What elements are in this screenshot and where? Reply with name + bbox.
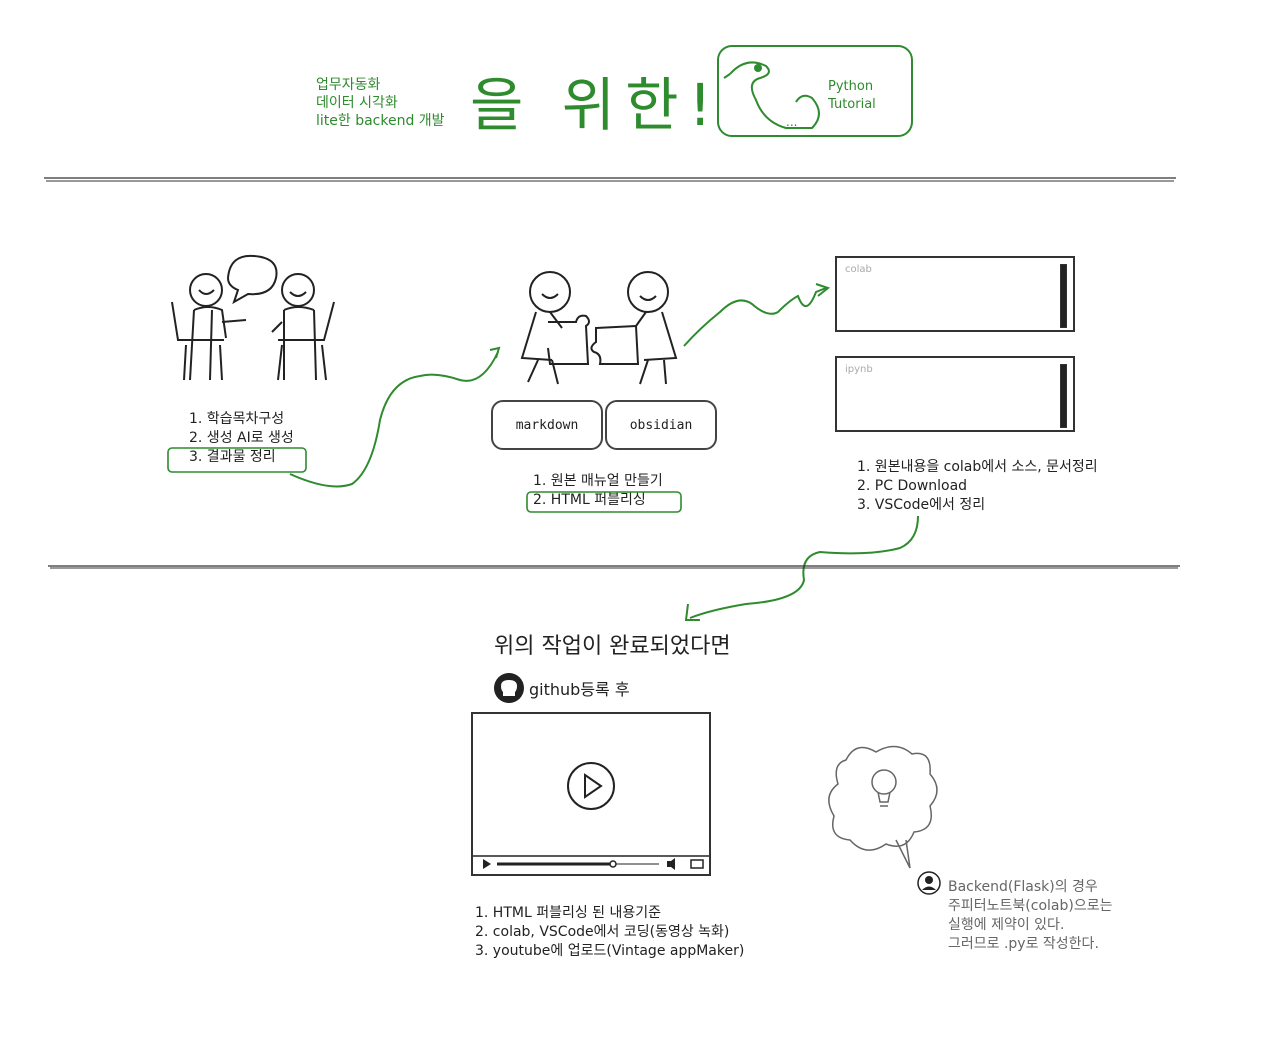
stage3-item-1: 1. 원본내용을 colab에서 소스, 문서정리: [857, 459, 1098, 475]
stage2-highlight: [526, 491, 682, 513]
ipynb-panel-label: ipynb: [845, 364, 873, 375]
note-line-3: 실행에 제약이 있다.: [948, 917, 1065, 933]
backend-note: Backend(Flask)의 경우 주피터노트북(colab)으로는 실행에 …: [948, 878, 1112, 954]
subtitle-line-1: 업무자동화: [316, 77, 381, 93]
stage2-item-2: 2. HTML 퍼블리싱: [533, 492, 646, 508]
subtitle-line-3: lite한 backend 개발: [316, 113, 445, 129]
bottom-list: 1. HTML 퍼블리싱 된 내용기준 2. colab, VSCode에서 코…: [475, 904, 744, 961]
fullscreen-icon[interactable]: [690, 859, 704, 869]
arrow-stage1-to-stage2: [289, 351, 499, 488]
ipynb-panel: ipynb: [835, 356, 1075, 432]
stage1-item-3: 3. 결과물 정리: [189, 449, 276, 465]
subtitle-lines: 업무자동화 데이터 시각화 lite한 backend 개발: [316, 76, 445, 130]
bottom-item-1: 1. HTML 퍼블리싱 된 내용기준: [475, 905, 662, 921]
stage1-list: 1. 학습목차구성 2. 생성 AI로 생성 3. 결과물 정리: [189, 410, 294, 467]
github-icon: [494, 673, 524, 703]
stage2-item-1: 1. 원본 매뉴얼 만들기: [533, 473, 663, 489]
bottom-item-3: 3. youtube에 업로드(Vintage appMaker): [475, 943, 745, 959]
colab-panel-label: colab: [845, 264, 872, 275]
stage3-item-2: 2. PC Download: [857, 478, 968, 494]
svg-text:...: ...: [786, 115, 797, 129]
stage1-item-2: 2. 생성 AI로 생성: [189, 430, 294, 446]
video-player: [471, 712, 711, 876]
colab-scrollbar: [1060, 264, 1067, 328]
github-label: github등록 후: [529, 680, 630, 699]
stage2-list: 1. 원본 매뉴얼 만들기 2. HTML 퍼블리싱: [533, 472, 663, 510]
volume-icon[interactable]: [667, 858, 675, 870]
markdown-pill: markdown: [491, 400, 603, 450]
note-line-2: 주피터노트북(colab)으로는: [948, 898, 1113, 914]
stage3-list: 1. 원본내용을 colab에서 소스, 문서정리 2. PC Download…: [857, 458, 1098, 515]
bottom-item-2: 2. colab, VSCode에서 코딩(동영상 녹화): [475, 924, 730, 940]
bottom-heading: 위의 작업이 완료되었다면: [494, 634, 731, 659]
obsidian-pill: obsidian: [605, 400, 717, 450]
badge-line-2: Tutorial: [828, 97, 876, 112]
note-line-1: Backend(Flask)의 경우: [948, 879, 1098, 895]
stage1-item-1: 1. 학습목차구성: [189, 411, 285, 427]
main-title: 을 위한!: [470, 71, 722, 139]
progress-handle[interactable]: [609, 860, 617, 868]
arrow-stage3-to-bottom: [689, 515, 919, 619]
play-small-icon[interactable]: [483, 859, 491, 869]
divider-middle: [48, 565, 1180, 569]
user-avatar-icon: [917, 871, 941, 895]
discussion-people-illustration: [171, 254, 335, 381]
thought-cloud-illustration: [828, 745, 938, 869]
badge-line-1: Python: [828, 79, 874, 94]
stage3-item-3: 3. VSCode에서 정리: [857, 497, 986, 513]
divider-top: [44, 177, 1176, 182]
note-line-4: 그러므로 .py로 작성한다.: [948, 936, 1099, 952]
ipynb-scrollbar: [1060, 364, 1067, 428]
python-tutorial-badge: ... Python Tutorial: [716, 44, 914, 138]
colab-panel: colab: [835, 256, 1075, 332]
puzzle-people-illustration: [520, 271, 678, 385]
python-snake-icon: ...: [717, 45, 913, 137]
subtitle-line-2: 데이터 시각화: [316, 95, 398, 111]
play-icon[interactable]: [567, 762, 615, 810]
stage1-highlight: [167, 447, 307, 473]
arrow-stage2-to-stage3: [683, 287, 827, 347]
github-row: github등록 후: [493, 672, 630, 704]
